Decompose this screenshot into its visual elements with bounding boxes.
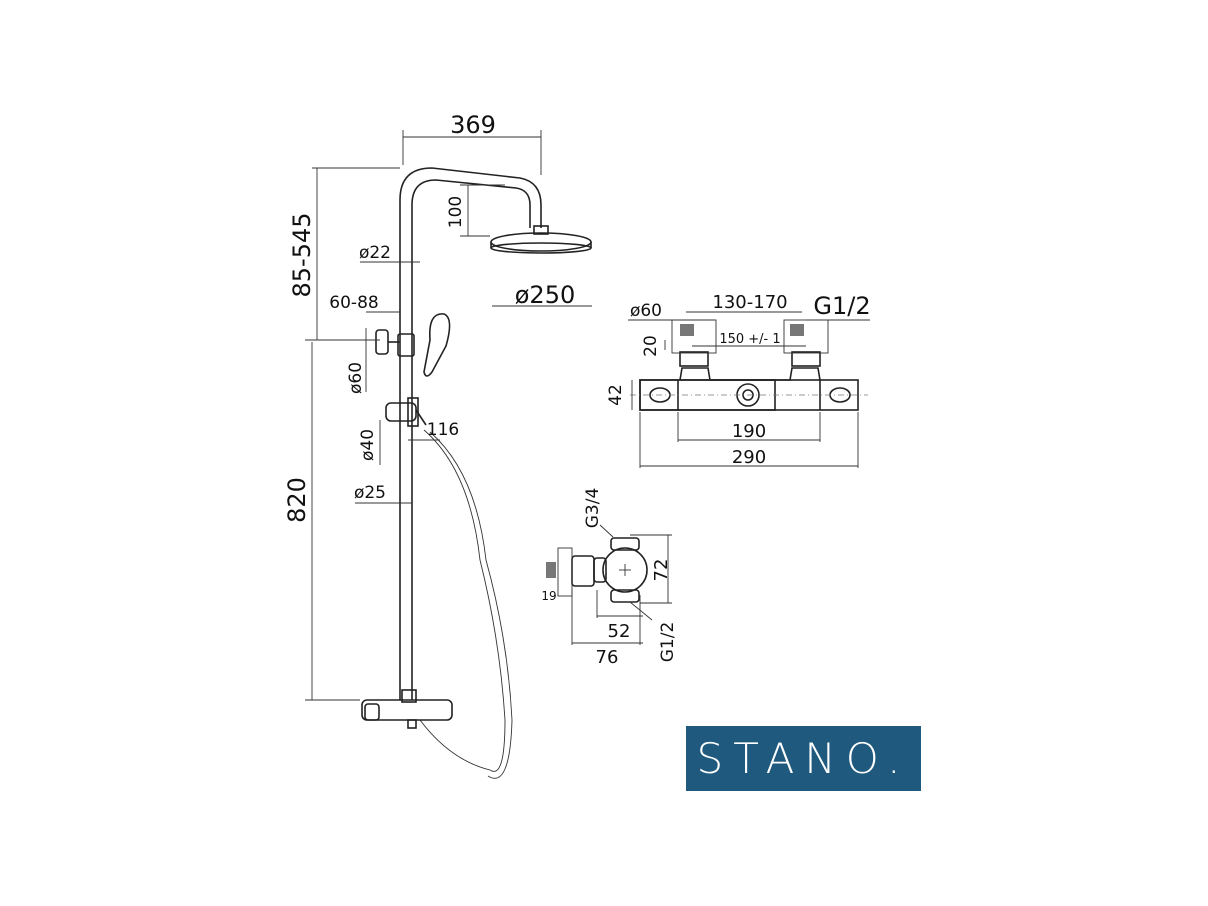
- wall-bracket: [375, 329, 389, 355]
- dim-center-distance: 150 +/- 1: [719, 332, 780, 347]
- bottom-mixer: [361, 699, 453, 721]
- hand-shower: [423, 313, 451, 377]
- dim-pipe-lower: ø25: [354, 483, 386, 503]
- dim-width: 369: [450, 111, 496, 139]
- dim-connector-depth: 52: [608, 621, 631, 642]
- dim-head-diameter: ø250: [515, 281, 576, 309]
- hose: [419, 429, 506, 772]
- riser-pipe-outer: [399, 167, 542, 700]
- dim-handshower-offset: 116: [427, 420, 459, 440]
- shower-column: 369 85-545 100 ø22 ø250 60-88 ø60 116 ø4…: [283, 111, 592, 779]
- dim-inner-width: 190: [732, 421, 766, 442]
- dim-body-height: 42: [606, 384, 626, 406]
- dim-mixer-height: 820: [283, 477, 311, 523]
- right-nut: [791, 351, 821, 367]
- dim-slider-diameter: ø40: [358, 429, 378, 461]
- inlet-thread-label: G1/2: [658, 622, 678, 663]
- dim-depth: 20: [641, 335, 661, 357]
- dim-thread-length: 19: [541, 589, 556, 603]
- connector-body: [602, 547, 648, 593]
- thermostat-drawing: ø60 130-170 G1/2 20 150 +/- 1 42 190 290: [606, 292, 871, 468]
- connector-nut: [571, 555, 595, 587]
- dim-head-drop: 100: [446, 196, 466, 228]
- dim-connector-height: 72: [651, 559, 672, 582]
- dim-bracket-diameter: ø60: [346, 362, 366, 394]
- slider: [385, 402, 417, 422]
- stano-logo: STANO.: [686, 726, 921, 791]
- dim-total-width: 290: [732, 447, 766, 468]
- dim-connector-total-depth: 76: [596, 647, 619, 668]
- dim-bracket-offset: 60-88: [329, 293, 378, 313]
- head-joint: [533, 225, 549, 235]
- outlet-thread-label: G3/4: [583, 488, 603, 529]
- riser-pipe-inner: [411, 179, 531, 700]
- left-nut: [679, 351, 709, 367]
- dim-escutcheon: ø60: [630, 301, 662, 321]
- dim-connection-range: 130-170: [712, 292, 787, 313]
- connector-drawing: G3/4 72 19 52 76 G1/2: [541, 488, 678, 668]
- thread-label: G1/2: [813, 292, 870, 320]
- dim-height-adjust: 85-545: [288, 212, 316, 297]
- shower-head: [490, 232, 592, 252]
- logo-text: STANO.: [696, 734, 911, 783]
- dim-pipe-upper: ø22: [359, 243, 391, 263]
